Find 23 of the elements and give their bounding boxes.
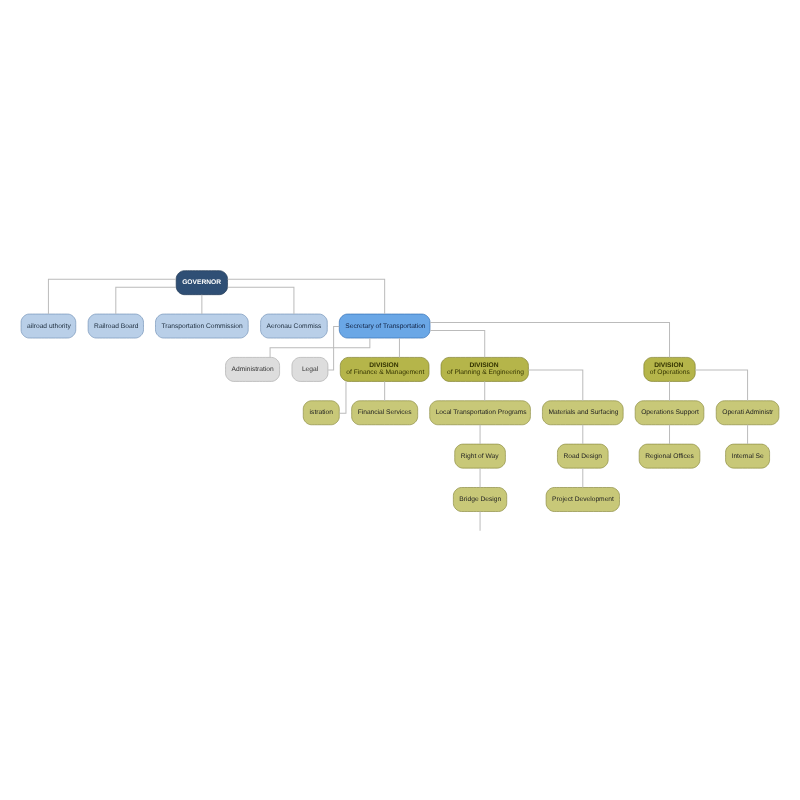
- connector: [227, 277, 386, 314]
- connector: [582, 423, 584, 444]
- connector: [669, 423, 670, 444]
- connector: [479, 510, 481, 531]
- connector: [384, 380, 386, 401]
- connector: [484, 380, 486, 401]
- connector: [669, 380, 670, 401]
- connector: [429, 321, 670, 357]
- connector: [429, 329, 486, 357]
- connector: [398, 336, 400, 357]
- connector: [115, 285, 177, 314]
- connector: [694, 368, 749, 401]
- connector: [227, 285, 295, 314]
- connector: [528, 368, 584, 401]
- connector: [339, 380, 347, 413]
- connector: [479, 423, 481, 444]
- connector: [327, 325, 340, 370]
- connector: [269, 336, 371, 357]
- connector: [479, 466, 481, 487]
- connector: [201, 293, 203, 314]
- connector: [747, 423, 749, 444]
- connector: [47, 277, 177, 314]
- connector: [582, 466, 584, 487]
